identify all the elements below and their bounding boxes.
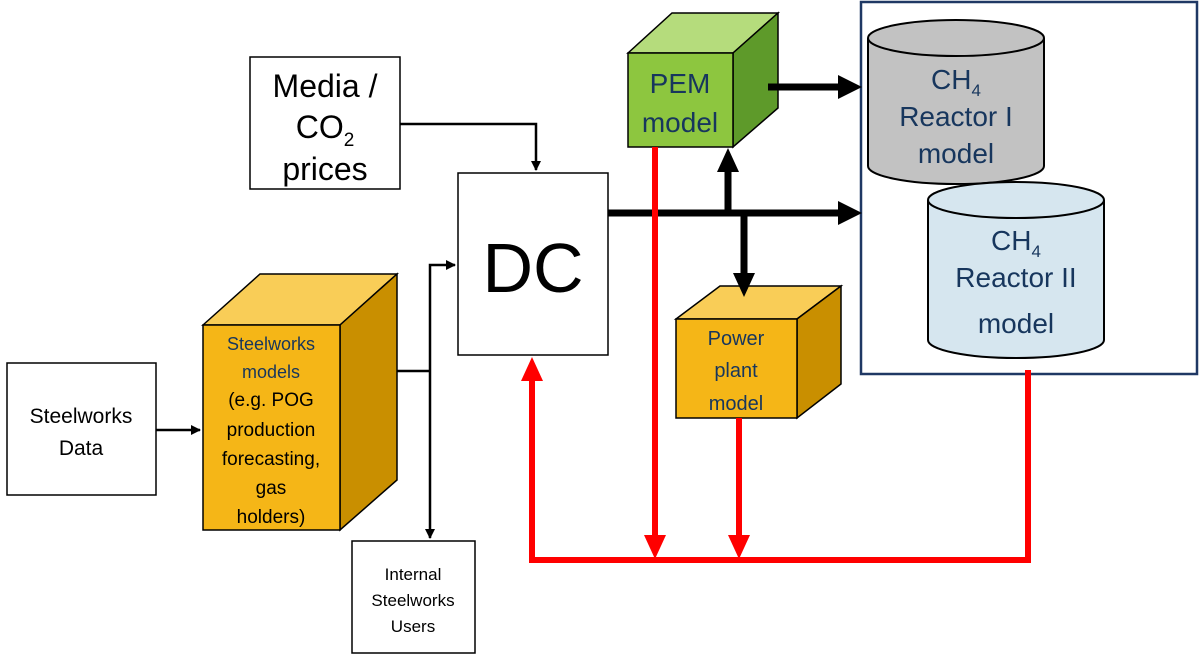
internal-users-line3: Users: [391, 617, 435, 636]
internal-users-line1: Internal: [385, 565, 442, 584]
steel-models-line5: forecasting,: [222, 449, 320, 470]
reactor-1-label-line1: CH4: [931, 64, 981, 100]
reactor-1-subscript: 4: [971, 81, 980, 100]
steelworks-data-box: Steelworks Data: [6, 362, 157, 496]
steel-data-line2: Data: [59, 437, 104, 460]
thick-arrows: [608, 75, 862, 297]
internal-users-box: Internal Steelworks Users: [351, 540, 476, 654]
power-plant-label-line1: Power: [708, 328, 765, 350]
pem-to-reactor1-arrowhead: [838, 75, 862, 99]
pem-feedback-arrowhead: [644, 535, 666, 559]
reactor-1-label-line2: Reactor I: [899, 101, 1013, 132]
media-label-line1: Media /: [273, 68, 378, 104]
dc-to-reactor2-arrowhead: [838, 201, 862, 225]
pem-label-line2: model: [642, 107, 718, 138]
power-feedback-arrowhead: [728, 535, 750, 559]
steel-models-line3: (e.g. POG: [228, 390, 314, 411]
power-plant-cube: Power plant model: [673, 284, 844, 420]
steel-models-to-dc-arrow: [428, 260, 456, 371]
reactor-2-label-line1: CH4: [991, 225, 1041, 261]
reactor-2-subscript: 4: [1031, 242, 1040, 261]
reactor-1-label-line3: model: [918, 138, 994, 169]
steel-models-line7: holders): [237, 507, 306, 528]
media-prices-box: Media / CO2 prices: [249, 56, 401, 190]
dc-to-power-arrowhead: [733, 273, 755, 297]
media-subscript: 2: [344, 130, 355, 151]
pem-label-line1: PEM: [650, 68, 711, 99]
feedback-arrows: [521, 147, 1031, 563]
media-label-line3: prices: [282, 151, 367, 187]
pem-model-cube: PEM model: [626, 11, 780, 149]
dc-box: DC: [457, 172, 609, 356]
reactor-1-cylinder: CH4 Reactor I model: [867, 19, 1045, 185]
steelworks-models-cube: Steelworks models (e.g. POG production f…: [201, 272, 399, 532]
dc-to-pem-arrowhead: [717, 148, 739, 172]
dc-label: DC: [482, 229, 583, 307]
internal-users-line2: Steelworks: [371, 591, 454, 610]
feedback-to-dc-arrowhead: [521, 357, 543, 381]
steel-models-line4: production: [227, 420, 316, 441]
reactor-2-label-line2: Reactor II: [955, 262, 1076, 293]
media-label-line2: CO2: [296, 109, 355, 151]
power-plant-label-line3: model: [709, 393, 763, 415]
steel-models-line2: models: [242, 362, 300, 382]
reactor-2-label-line3: model: [978, 308, 1054, 339]
feedback-bus-line: [529, 370, 1031, 563]
power-plant-label-line2: plant: [714, 360, 758, 382]
media-to-dc-arrow: [400, 122, 541, 171]
steel-models-line1: Steelworks: [227, 334, 315, 354]
thin-arrows: [156, 122, 541, 539]
reactor-2-cylinder: CH4 Reactor II model: [927, 181, 1105, 359]
steel-data-line1: Steelworks: [30, 405, 133, 428]
steel-models-line6: gas: [256, 478, 287, 499]
